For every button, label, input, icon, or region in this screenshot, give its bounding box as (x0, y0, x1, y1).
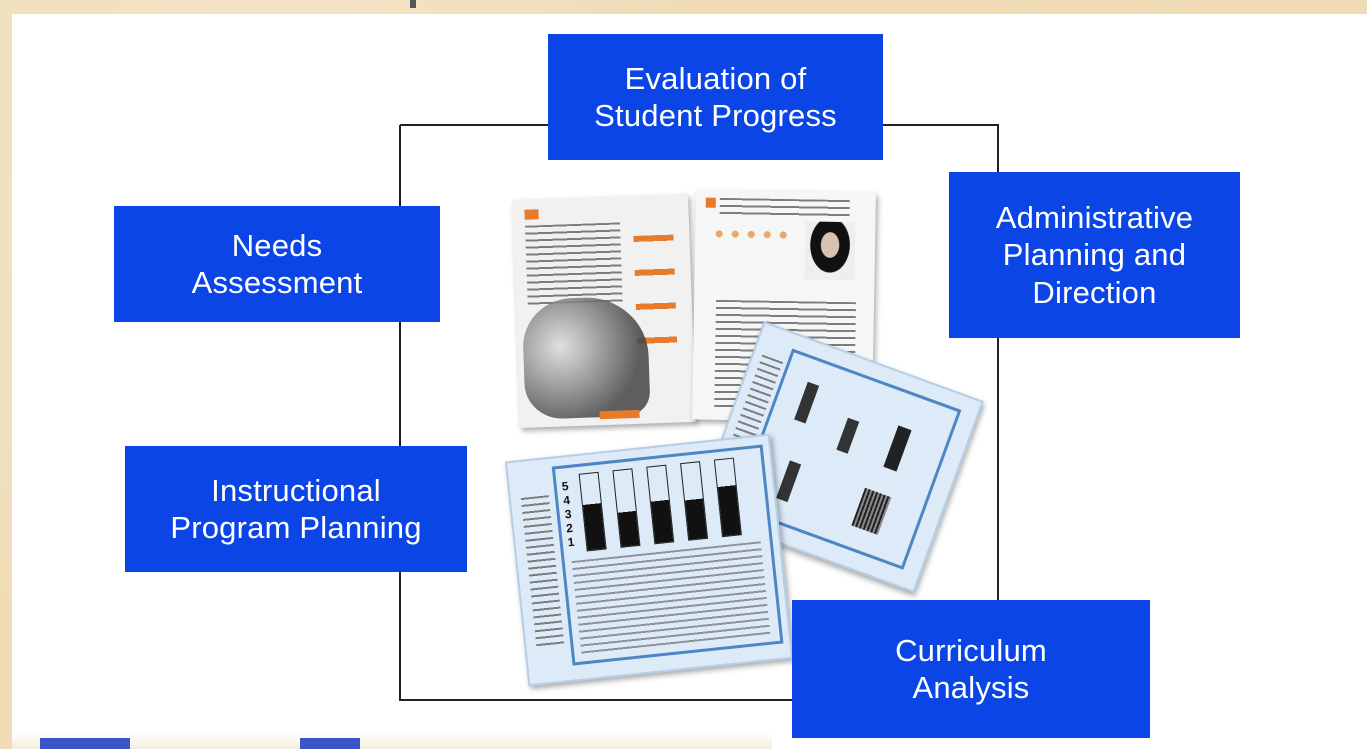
node-administrative-planning-and-direction: Administrative Planning and Direction (949, 172, 1240, 338)
node-needs-assessment: Needs Assessment (114, 206, 440, 322)
top-mark (410, 0, 416, 8)
node-curriculum-analysis: Curriculum Analysis (792, 600, 1150, 738)
level-label: 3 (564, 506, 573, 522)
bottom-mark (300, 738, 360, 749)
bottom-mark (40, 738, 130, 749)
level-label: 5 (561, 479, 570, 494)
node-evaluation-of-student-progress: Evaluation of Student Progress (548, 34, 883, 160)
level-label: 1 (566, 534, 576, 550)
level-label: 4 (562, 492, 571, 508)
bottom-edge (12, 733, 772, 749)
booklet-left-page (512, 193, 696, 429)
score-report-bar-chart: 5 4 3 2 1 (504, 433, 794, 687)
node-instructional-program-planning: Instructional Program Planning (125, 446, 467, 572)
level-label: 2 (565, 520, 574, 536)
